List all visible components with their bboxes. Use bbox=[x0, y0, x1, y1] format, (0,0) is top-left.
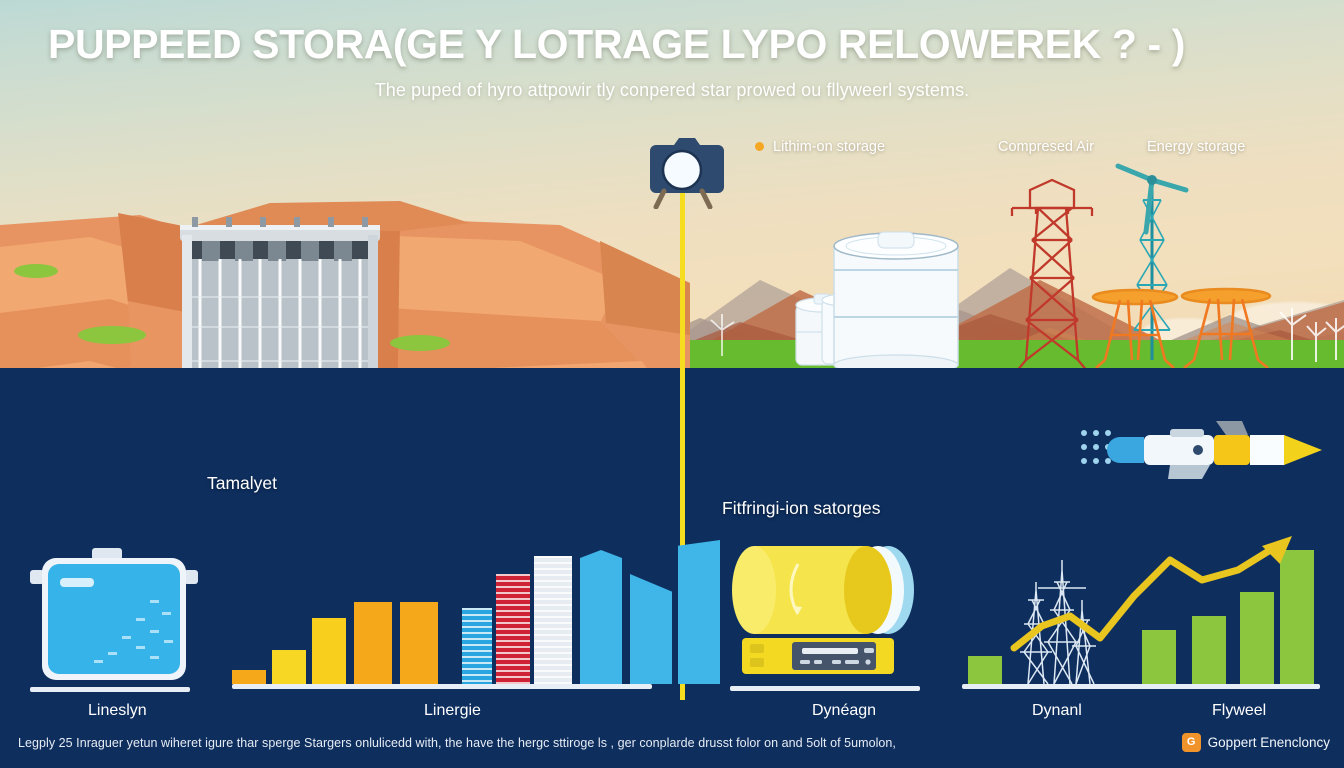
label-dam: Tamalyet bbox=[207, 473, 278, 493]
canyon-shadow bbox=[150, 420, 410, 490]
brand-name: Goppert Enencloncy bbox=[1207, 735, 1330, 750]
module-label-linergie: Linergie bbox=[424, 702, 481, 719]
module-label-flyweel: Flyweel bbox=[1212, 702, 1267, 719]
bar-segment bbox=[1240, 592, 1274, 684]
bar-segment bbox=[496, 574, 530, 684]
chart-baseline bbox=[232, 684, 652, 689]
module-label-dyneagn: Dynéagn bbox=[812, 702, 877, 719]
label-lithium: Fitfringi-ion satorges bbox=[722, 498, 881, 518]
storage-tank-icon bbox=[833, 231, 959, 375]
chart-baseline bbox=[30, 687, 190, 692]
bar-segment bbox=[232, 670, 266, 684]
legend-item-energy-storage[interactable]: Energy storage bbox=[1147, 139, 1245, 155]
legend-item-lithium-ion[interactable]: Lithim-on storage bbox=[755, 139, 885, 155]
bar-chart-linergie bbox=[232, 540, 720, 684]
bar-segment bbox=[1280, 550, 1314, 684]
brand-mark-icon: G bbox=[1181, 733, 1201, 752]
bar-segment bbox=[580, 550, 622, 684]
projector-icon bbox=[650, 138, 724, 209]
bar-segment bbox=[354, 602, 392, 684]
flywheel-icon bbox=[732, 546, 914, 674]
legend-label: Lithim-on storage bbox=[773, 139, 886, 155]
bar-segment bbox=[1192, 616, 1226, 684]
substation-icon bbox=[1180, 287, 1272, 370]
legend-label: Energy storage bbox=[1147, 139, 1246, 155]
chart-baseline bbox=[730, 686, 920, 691]
battery-icon bbox=[30, 548, 198, 680]
legend-label: Compresed Air bbox=[998, 139, 1094, 155]
bar-segment bbox=[630, 574, 672, 684]
bar-segment bbox=[462, 608, 492, 684]
bar-segment bbox=[400, 602, 438, 684]
bar-segment bbox=[1142, 630, 1176, 684]
bar-segment bbox=[312, 618, 346, 684]
grass-strip bbox=[684, 340, 1344, 368]
windmill-icon-group bbox=[710, 314, 735, 356]
vertical-divider bbox=[680, 160, 685, 700]
footer-note: Legply 25 Inraguer yetun wiheret igure t… bbox=[18, 736, 896, 750]
windmill-icon bbox=[1279, 308, 1344, 362]
trend-arrow-line bbox=[1010, 536, 1292, 652]
bar-segment bbox=[678, 540, 720, 684]
substation-icon bbox=[1091, 288, 1179, 369]
module-label-dynanl: Dynanl bbox=[1032, 702, 1082, 719]
submarine-icon bbox=[1081, 421, 1322, 479]
bar-chart-flyweel bbox=[962, 538, 1320, 684]
page-title: PUPPEED STORA(GE Y LOTRAGE LYPO RELOWERE… bbox=[48, 21, 1185, 67]
chart-baseline bbox=[962, 684, 1320, 689]
brand-badge[interactable]: G Goppert Enencloncy bbox=[1181, 733, 1330, 752]
right-landscape-group bbox=[795, 163, 1344, 375]
bar-segment bbox=[272, 650, 306, 684]
legend-dot-icon bbox=[755, 141, 764, 151]
transmission-tower-icon bbox=[1020, 560, 1096, 684]
legend-item-compressed-air[interactable]: Compresed Air bbox=[998, 139, 1094, 155]
page-subtitle: The puped of hyro attpowir tly conpered … bbox=[374, 80, 970, 100]
bar-segment bbox=[968, 656, 1002, 684]
wind-turbine-icon bbox=[1115, 163, 1189, 360]
transmission-tower-icon bbox=[1010, 178, 1094, 373]
module-label-lineslyn: Lineslyn bbox=[88, 702, 147, 719]
bar-segment bbox=[534, 556, 572, 684]
